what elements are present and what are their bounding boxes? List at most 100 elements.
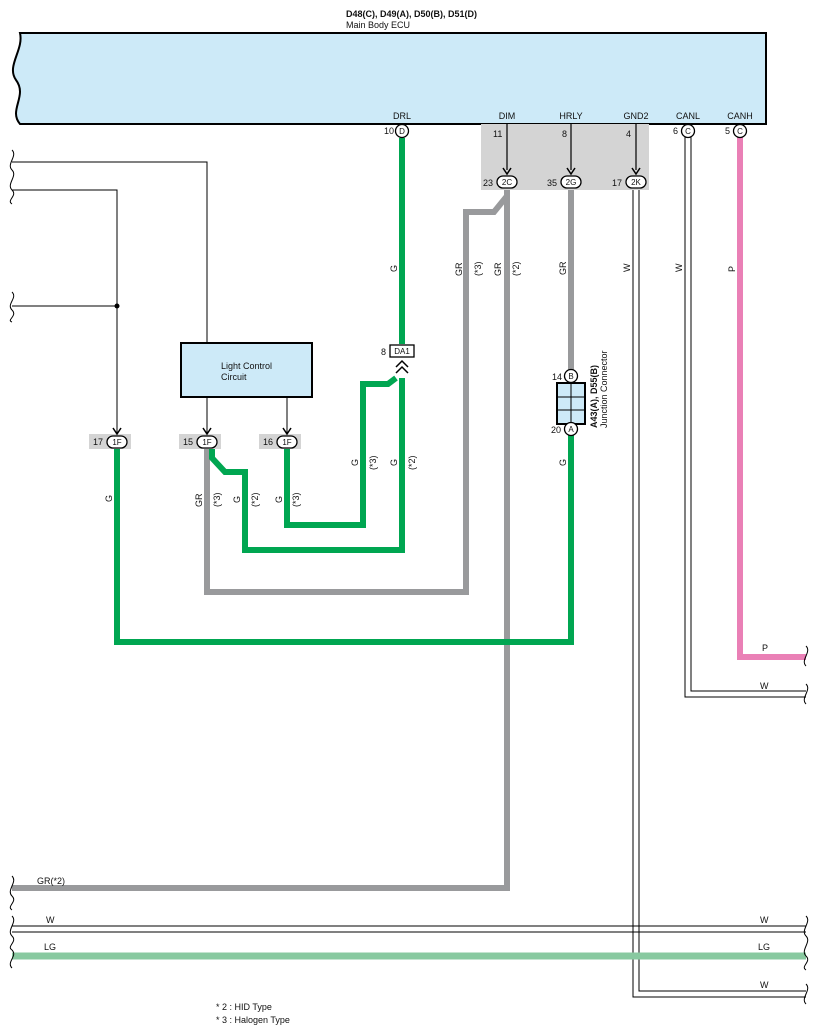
light-control-title-2: Circuit (221, 372, 247, 382)
svg-text:2G: 2G (566, 178, 577, 187)
svg-text:20: 20 (551, 425, 561, 435)
splice-point (114, 303, 120, 309)
svg-text:1F: 1F (112, 438, 121, 447)
svg-text:G: G (232, 496, 242, 503)
svg-text:10: 10 (384, 126, 394, 136)
svg-text:W: W (674, 263, 684, 272)
ecu-pin-dim: 11 (493, 129, 502, 139)
svg-text:(*3): (*3) (368, 455, 378, 470)
junction-connector-name: Junction Connector (599, 350, 609, 428)
ecu-pin-canh: 5 C (725, 123, 748, 139)
svg-text:GR(*2): GR(*2) (37, 876, 65, 886)
svg-text:2K: 2K (631, 178, 641, 187)
wire-w-canl-b (690, 136, 806, 692)
junction-pin-2c: 23 2C (483, 167, 518, 189)
svg-text:(*3): (*3) (291, 492, 301, 507)
connector-da1: 8 DA1 (381, 344, 415, 374)
wire-g-junction (114, 434, 574, 645)
wire-gr-dim-hid (12, 196, 510, 891)
wire-labels: G GR (*3) GR (*2) GR W W P G (*3) G (*2)… (104, 261, 737, 507)
svg-text:17: 17 (612, 178, 622, 188)
main-body-ecu (11, 32, 767, 125)
terminal-hrly: HRLY (559, 111, 582, 121)
terminal-dim: DIM (499, 111, 516, 121)
svg-text:A: A (568, 425, 574, 434)
svg-text:14: 14 (552, 372, 562, 382)
ecu-pin-canl: 6 C (673, 123, 696, 139)
svg-text:(*2): (*2) (407, 455, 417, 470)
light-control-pin-17: 17 1F (93, 427, 128, 449)
svg-text:C: C (685, 127, 691, 136)
svg-text:G: G (389, 265, 399, 272)
ecu-box (11, 32, 767, 125)
svg-text:6: 6 (673, 126, 678, 136)
terminal-drl: DRL (393, 111, 411, 121)
junction-connector-ref: A43(A), D55(B) (589, 365, 599, 428)
svg-text:W: W (760, 681, 769, 691)
wire-w-canl-a (684, 136, 806, 698)
wire-break-left-top (9, 149, 15, 205)
svg-text:2C: 2C (502, 178, 512, 187)
svg-text:17: 17 (93, 437, 103, 447)
svg-text:(*2): (*2) (250, 492, 260, 507)
ecu-pin-hrly: 8 (562, 129, 567, 139)
svg-text:(*2): (*2) (511, 261, 521, 276)
svg-text:15: 15 (183, 437, 193, 447)
svg-text:1F: 1F (202, 438, 211, 447)
svg-text:C: C (737, 127, 743, 136)
wire-w-gnd2-b (638, 190, 806, 992)
svg-text:GR: GR (558, 261, 568, 275)
svg-text:(*3): (*3) (212, 492, 222, 507)
svg-text:GR: GR (454, 262, 464, 276)
svg-text:23: 23 (483, 178, 493, 188)
terminal-canh: CANH (727, 111, 753, 121)
junction-pin-2g: 35 2G (547, 167, 582, 189)
light-control-pin-15: 15 1F (183, 427, 218, 449)
svg-text:35: 35 (547, 178, 557, 188)
svg-text:16: 16 (263, 437, 273, 447)
light-control-title-1: Light Control (221, 361, 272, 371)
wire-break-left-mid (9, 291, 15, 323)
junction-pin-2k: 17 2K (612, 167, 647, 189)
svg-text:G: G (104, 495, 114, 502)
svg-text:5: 5 (725, 126, 730, 136)
svg-text:8: 8 (381, 347, 386, 357)
left-thin-wires (9, 149, 208, 440)
svg-text:LG: LG (44, 942, 56, 952)
svg-text:G: G (274, 496, 284, 503)
ecu-pin-gnd2: 4 (626, 129, 631, 139)
junction-connector: 14 B 20 A A43(A), D55(B) Junction Connec… (551, 350, 609, 437)
svg-text:G: G (350, 459, 360, 466)
svg-text:B: B (568, 372, 573, 381)
svg-text:G: G (389, 459, 399, 466)
ecu-connector-refs: D48(C), D49(A), D50(B), D51(D) (346, 9, 477, 19)
svg-text:LG: LG (758, 942, 770, 952)
wire-w-gnd2-a (632, 190, 806, 998)
svg-text:W: W (760, 915, 769, 925)
break-marks (9, 645, 809, 1005)
ecu-name: Main Body ECU (346, 20, 410, 30)
svg-text:GR: GR (194, 493, 204, 507)
svg-text:W: W (46, 915, 55, 925)
svg-text:W: W (622, 263, 632, 272)
svg-text:P: P (762, 643, 768, 653)
ecu-pin-drl: 10 D (384, 123, 410, 139)
svg-text:DA1: DA1 (394, 347, 410, 356)
wire-g-hid (209, 378, 405, 553)
svg-text:D: D (399, 127, 405, 136)
svg-text:W: W (760, 980, 769, 990)
horizontal-wire-labels: P W GR(*2) W W LG LG W (37, 643, 770, 990)
light-control-pin-16: 16 1F (263, 427, 298, 449)
terminal-gnd2: GND2 (623, 111, 648, 121)
terminal-canl: CANL (676, 111, 700, 121)
light-control-circuit-box (180, 342, 313, 398)
note-halogen: * 3 : Halogen Type (216, 1015, 290, 1025)
svg-text:GR: GR (493, 262, 503, 276)
svg-text:G: G (558, 459, 568, 466)
svg-text:1F: 1F (282, 438, 291, 447)
note-hid: * 2 : HID Type (216, 1002, 272, 1012)
svg-text:(*3): (*3) (473, 261, 483, 276)
svg-text:P: P (727, 266, 737, 272)
wire-g-halogen (284, 375, 398, 528)
